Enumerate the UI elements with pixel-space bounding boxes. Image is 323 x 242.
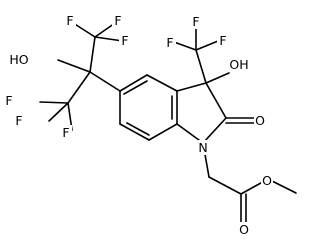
- fluorine-label: F: [62, 125, 69, 140]
- fluorine-label: F: [166, 35, 173, 50]
- hydroxyl-label: HO: [9, 52, 28, 67]
- bond-ring: [205, 82, 227, 119]
- bond-aromatic: [119, 74, 148, 92]
- bond-c-cf3-top: [89, 36, 96, 73]
- bond-aromatic: [146, 74, 178, 92]
- bond-cf3-f: [173, 41, 197, 51]
- hydroxyl-label: OH: [229, 57, 248, 72]
- fluorine-label: F: [192, 14, 199, 29]
- bond-aromatic-inner: [123, 80, 148, 95]
- bond-aryl-c: [89, 71, 121, 92]
- bond-aromatic: [119, 123, 150, 141]
- bond-cf3-f: [39, 101, 69, 104]
- fluorine-label: F: [219, 33, 226, 48]
- bond-aromatic: [148, 123, 178, 141]
- bond-cf3-f: [195, 40, 219, 51]
- atom-label-layer: F F F HO F F F F F F OH O N O O: [3, 13, 273, 237]
- bond-c-oh: [57, 59, 91, 73]
- oxygen-label: O: [262, 173, 272, 188]
- oxygen-label: O: [239, 222, 249, 237]
- fluorine-label: F: [114, 13, 121, 28]
- bond-cf3-f: [94, 36, 124, 42]
- fluorine-label: F: [5, 93, 12, 108]
- bond-aromatic-inner: [126, 122, 150, 136]
- bond-c3-oh: [205, 72, 230, 84]
- fluorine-label: F: [121, 33, 128, 48]
- bond-ring: [176, 82, 207, 92]
- bond-ring: [176, 123, 204, 144]
- bond-ch2-c: [208, 176, 242, 195]
- fluorine-label: F: [15, 113, 22, 128]
- bond-c-cf3-bottom: [67, 71, 91, 104]
- nitrogen-label: N: [198, 140, 207, 155]
- bond-ring: [202, 117, 227, 144]
- oxygen-label: O: [255, 113, 265, 128]
- bond-c3-cf3: [195, 49, 207, 84]
- fluorine-label: F: [66, 13, 73, 28]
- bond-cf3-f: [48, 102, 69, 122]
